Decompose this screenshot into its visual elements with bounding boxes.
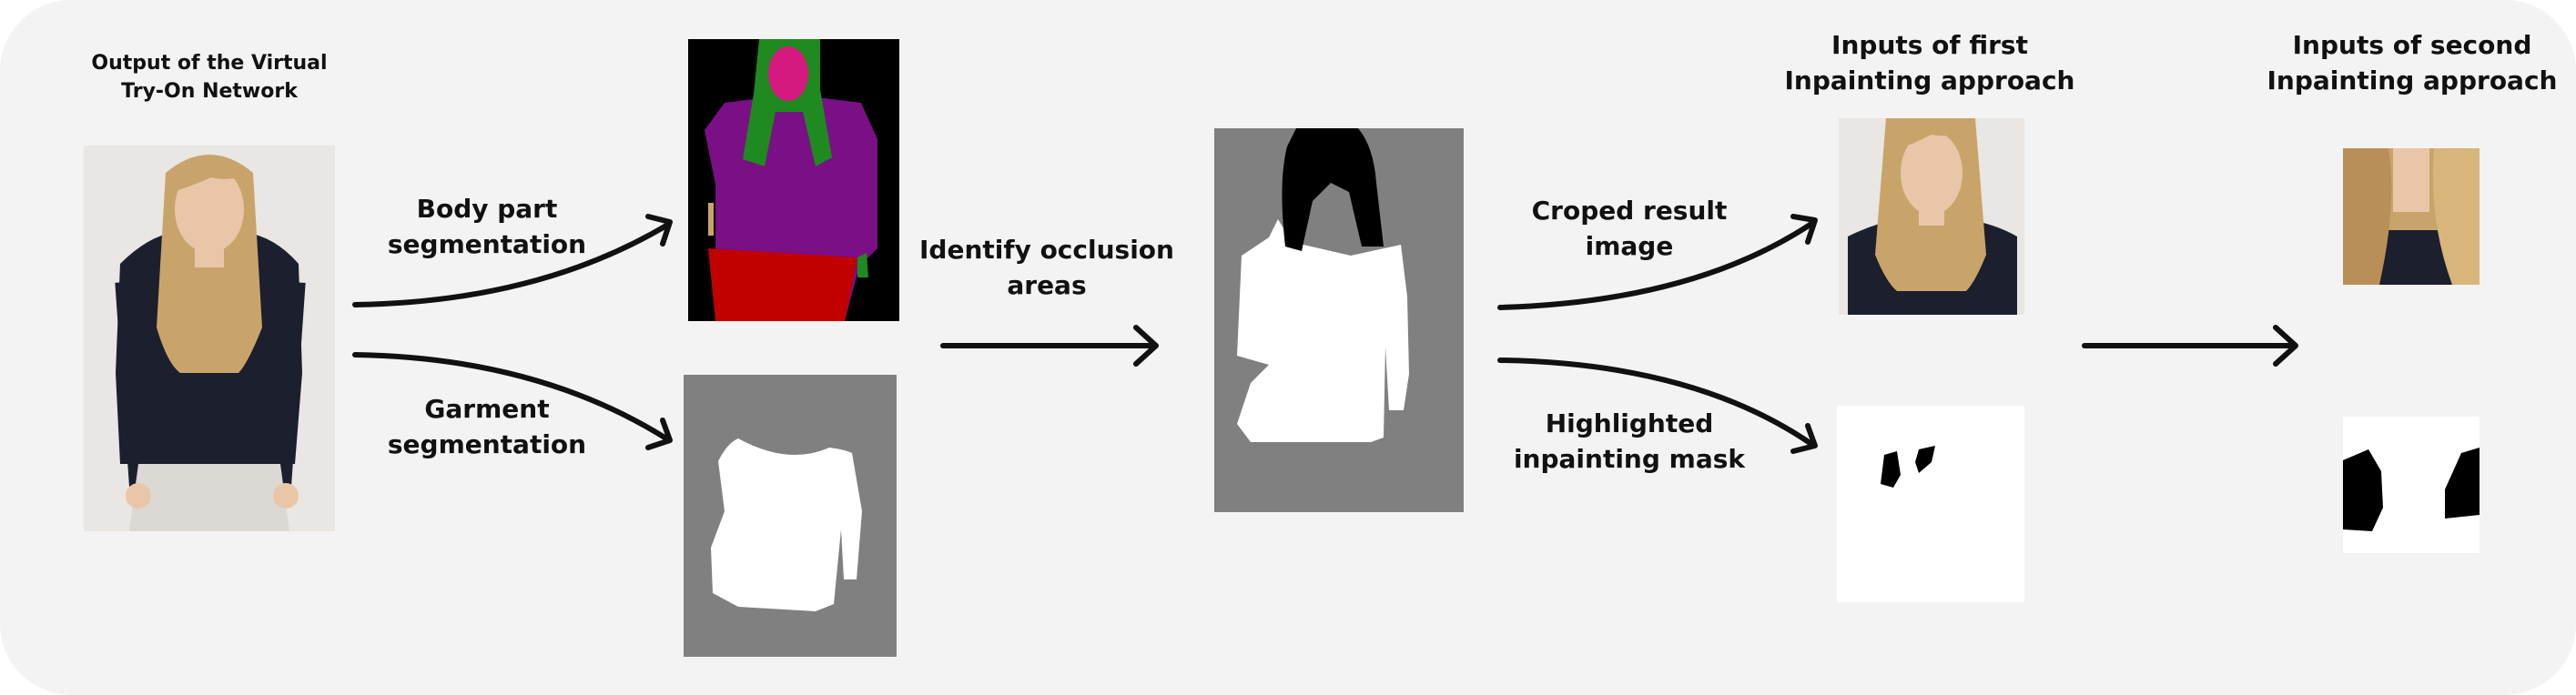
arrow-identify-occlusion-head bbox=[1133, 325, 1159, 367]
label-inputs-second: Inputs of second Inpainting approach bbox=[2267, 30, 2558, 96]
label-garment-segmentation: Garment segmentation bbox=[387, 394, 587, 460]
label-identify-occlusion: Identify occlusion areas bbox=[919, 235, 1174, 301]
second-approach-mask-patch bbox=[2343, 417, 2480, 553]
body-part-segmentation-map bbox=[688, 39, 899, 321]
arrow-to-garment-segmentation-head bbox=[645, 418, 673, 450]
arrow-to-cropped-result bbox=[1497, 221, 1814, 310]
tryon-output-photo bbox=[84, 146, 335, 531]
arrow-to-inpainting-mask-head bbox=[1790, 423, 1818, 454]
label-body-part-segmentation: Body part segmentation bbox=[387, 194, 587, 260]
arrow-to-cropped-result-head bbox=[1790, 214, 1818, 245]
arrow-to-inpainting-mask bbox=[1497, 358, 1814, 447]
arrow-to-second-approach-head bbox=[2273, 325, 2298, 367]
arrow-to-garment-segmentation bbox=[352, 352, 669, 441]
second-approach-cropped-patch bbox=[2343, 148, 2480, 285]
label-croped-result: Croped result image bbox=[1531, 196, 1728, 262]
label-inputs-first: Inputs of first Inpainting approach bbox=[1784, 30, 2075, 96]
highlighted-inpainting-mask bbox=[1837, 406, 2024, 602]
occlusion-areas-mask bbox=[1214, 128, 1464, 512]
cropped-result-image bbox=[1839, 118, 2024, 315]
garment-segmentation-mask bbox=[684, 375, 897, 657]
label-output-tryon: Output of the Virtual Try-On Network bbox=[91, 52, 328, 103]
label-highlighted-mask: Highlighted inpainting mask bbox=[1513, 408, 1746, 475]
arrow-to-body-segmentation bbox=[352, 223, 669, 307]
arrow-to-body-segmentation-head bbox=[645, 214, 673, 247]
